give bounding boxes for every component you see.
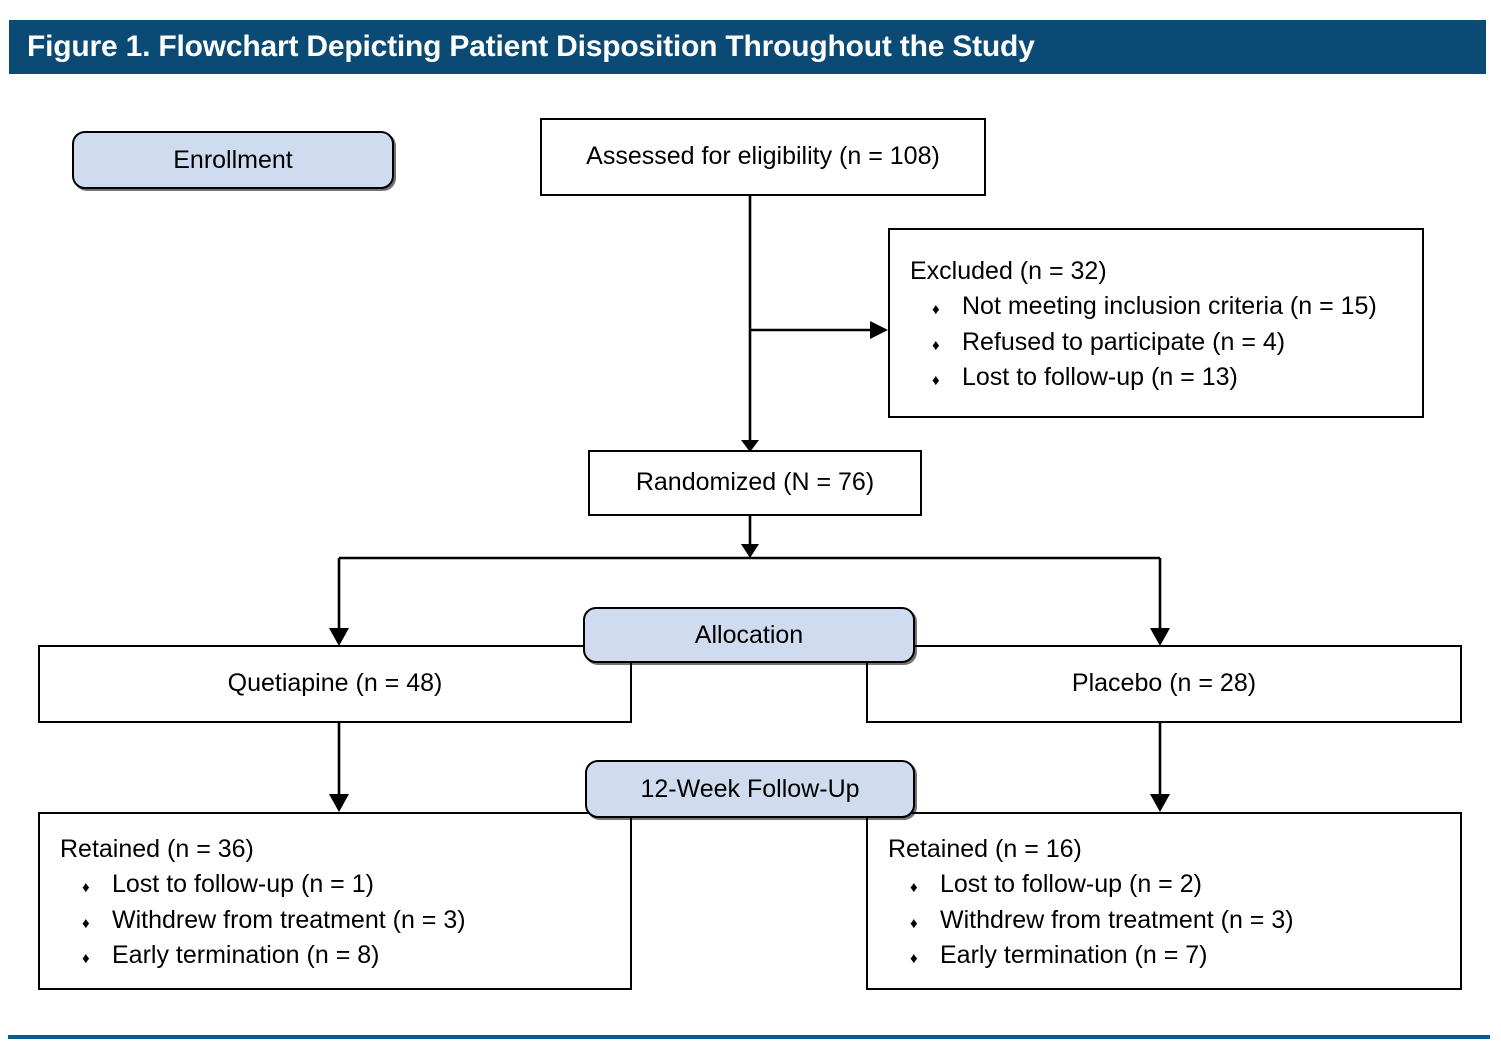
diamond-bullet-icon: ♦ [82,914,90,932]
list-item: ♦ Lost to follow-up (n = 13) [932,360,1406,396]
list-item: ♦ Withdrew from treatment (n = 3) [910,903,1444,939]
list-item: ♦ Refused to participate (n = 4) [932,325,1406,361]
node-heading-retained-quetiapine: Retained (n = 36) [60,834,254,863]
node-bullets-retained-placebo: ♦ Lost to follow-up (n = 2) ♦ Withdrew f… [888,867,1444,974]
list-item-label: Refused to participate (n = 4) [962,327,1286,356]
list-item-label: Withdrew from treatment (n = 3) [940,905,1294,934]
node-label-randomized: Randomized (N = 76) [635,468,875,497]
stage-label-follow-up: 12-Week Follow-Up [640,774,860,803]
list-item: ♦ Withdrew from treatment (n = 3) [82,903,614,939]
node-bullets-retained-quetiapine: ♦ Lost to follow-up (n = 1) ♦ Withdrew f… [60,867,614,974]
list-item-label: Withdrew from treatment (n = 3) [112,905,466,934]
list-item: ♦ Not meeting inclusion criteria (n = 15… [932,289,1406,325]
stage-pill-follow-up[interactable]: 12-Week Follow-Up [585,760,915,818]
list-item: ♦ Lost to follow-up (n = 1) [82,867,614,903]
node-heading-excluded: Excluded (n = 32) [910,256,1107,285]
diamond-bullet-icon: ♦ [932,301,940,318]
diamond-bullet-icon: ♦ [932,336,940,354]
diamond-bullet-icon: ♦ [910,879,918,896]
diamond-bullet-icon: ♦ [82,879,90,896]
list-item: ♦ Early termination (n = 8) [82,938,614,974]
list-item-label: Lost to follow-up (n = 1) [112,870,374,898]
footer-divider [8,1035,1490,1039]
list-item-label: Early termination (n = 8) [112,941,380,969]
page-title: Figure 1. Flowchart Depicting Patient Di… [27,30,1035,63]
node-label-quetiapine: Quetiapine (n = 48) [227,669,443,698]
diamond-bullet-icon: ♦ [932,372,940,389]
list-item: ♦ Lost to follow-up (n = 2) [910,867,1444,903]
diamond-bullet-icon: ♦ [82,950,90,967]
stage-pill-allocation[interactable]: Allocation [583,607,915,663]
node-assessed-for-eligibility[interactable]: Assessed for eligibility (n = 108) [540,118,986,196]
list-item-label: Early termination (n = 7) [940,941,1208,969]
node-bullets-excluded: ♦ Not meeting inclusion criteria (n = 15… [910,289,1406,396]
list-item-label: Lost to follow-up (n = 13) [962,363,1238,391]
figure-title-bar: Figure 1. Flowchart Depicting Patient Di… [9,20,1486,74]
stage-pill-enrollment[interactable]: Enrollment [72,131,394,189]
list-item: ♦ Early termination (n = 7) [910,938,1444,974]
diamond-bullet-icon: ♦ [910,950,918,967]
node-randomized[interactable]: Randomized (N = 76) [588,450,922,516]
node-quetiapine[interactable]: Quetiapine (n = 48) [38,645,632,723]
list-item-label: Lost to follow-up (n = 2) [940,870,1202,898]
node-label-placebo: Placebo (n = 28) [1071,669,1257,698]
node-heading-retained-placebo: Retained (n = 16) [888,834,1082,863]
list-item-label: Not meeting inclusion criteria (n = 15) [962,292,1377,320]
node-label-assessed: Assessed for eligibility (n = 108) [586,142,940,171]
stage-label-allocation: Allocation [694,620,804,649]
stage-label-enrollment: Enrollment [173,145,293,174]
node-retained-quetiapine[interactable]: Retained (n = 36) ♦ Lost to follow-up (n… [38,812,632,990]
diamond-bullet-icon: ♦ [910,914,918,932]
node-retained-placebo[interactable]: Retained (n = 16) ♦ Lost to follow-up (n… [866,812,1462,990]
node-placebo[interactable]: Placebo (n = 28) [866,645,1462,723]
node-excluded[interactable]: Excluded (n = 32) ♦ Not meeting inclusio… [888,228,1424,418]
